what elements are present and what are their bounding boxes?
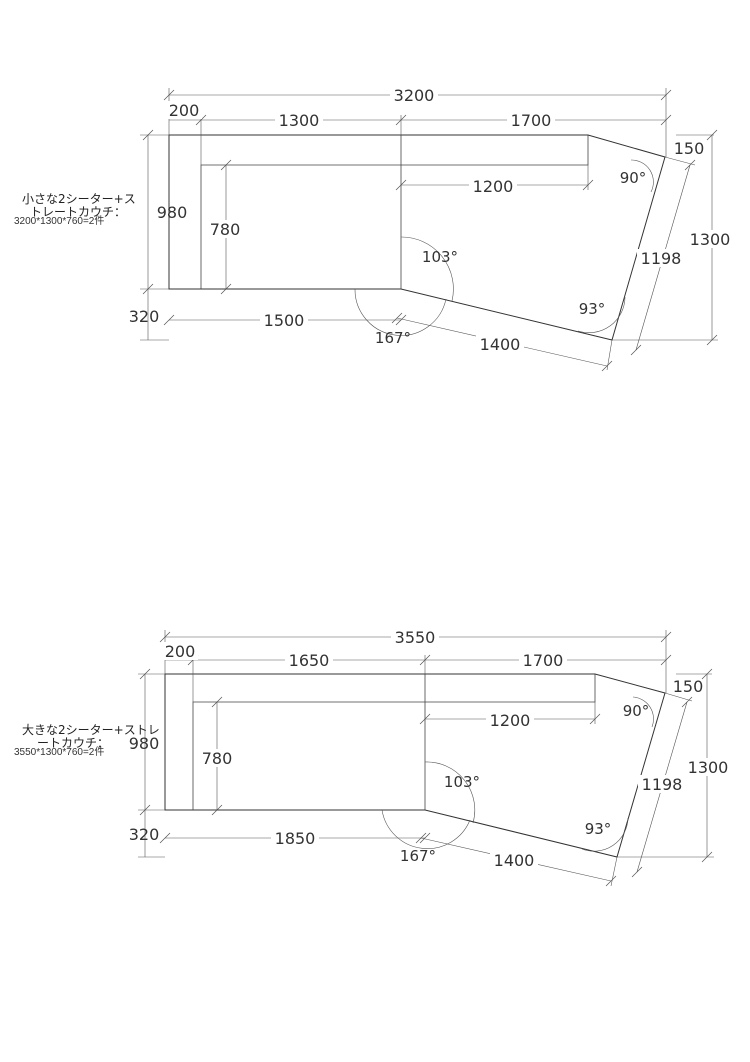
dim-arm-depth: 320 [129, 307, 160, 326]
dim-inner-depth: 780 [202, 749, 233, 768]
dim-inner-back: 1200 [490, 711, 531, 730]
dim-seat-width: 1650 [289, 651, 330, 670]
dim-overall-depth: 1300 [690, 230, 731, 249]
angle-103: 103° [444, 773, 480, 791]
dim-front: 1500 [264, 311, 305, 330]
angle-103: 103° [422, 248, 458, 266]
plan-large-2seater: 3550 200 1650 1700 1200 980 320 780 1850 [14, 628, 731, 887]
dim-chaise-end: 150 [674, 139, 705, 158]
angle-90: 90° [623, 702, 650, 720]
angle-167: 167° [375, 329, 411, 347]
dim-front: 1850 [275, 829, 316, 848]
angle-167: 167° [400, 847, 436, 865]
plan-caption-line2: トレートカウチ： [30, 205, 126, 219]
dim-chaise-end: 150 [673, 677, 704, 696]
dim-overall-width: 3200 [394, 86, 435, 105]
dim-depth-left: 980 [157, 203, 188, 222]
plan-size-note: 3550*1300*760=2件 [14, 746, 104, 758]
dim-chaise-front: 1400 [480, 335, 521, 354]
dim-overall-width: 3550 [395, 628, 436, 647]
dim-left-arm: 200 [169, 101, 200, 120]
inner-backrest-line [200, 135, 589, 289]
angle-93: 93° [585, 820, 612, 838]
angle-90: 90° [620, 169, 647, 187]
plan-caption-line2: ートカウチ： [37, 736, 109, 750]
dim-left-arm: 200 [165, 642, 196, 661]
angle-93: 93° [579, 300, 606, 318]
dim-seat-width: 1300 [279, 111, 320, 130]
dim-top-right: 1700 [523, 651, 564, 670]
plan-size-note: 3200*1300*760=2件 [14, 215, 104, 227]
dim-inner-depth: 780 [210, 220, 241, 239]
plan-caption-line1: 小さな2シーター+ス [22, 192, 136, 206]
dim-chaise-side: 1198 [642, 775, 683, 794]
dim-chaise-front: 1400 [494, 851, 535, 870]
dim-chaise-side: 1198 [641, 249, 682, 268]
dim-depth-left: 980 [129, 734, 160, 753]
dim-arm-depth: 320 [129, 825, 160, 844]
dim-inner-back: 1200 [473, 177, 514, 196]
plan-small-2seater: 3200 200 1300 1700 1200 980 320 780 15 [14, 86, 735, 372]
dim-top-right: 1700 [511, 111, 552, 130]
inner-backrest-line [192, 674, 596, 810]
dim-overall-depth: 1300 [688, 758, 729, 777]
plan-caption-line1: 大きな2シーター+ストレ [22, 723, 160, 737]
